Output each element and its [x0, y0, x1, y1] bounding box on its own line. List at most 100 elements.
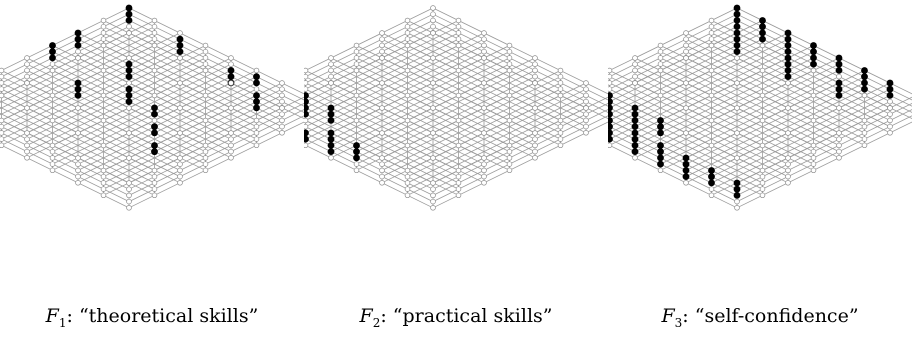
- lattice-edges: [0, 7, 308, 209]
- open-node: [657, 55, 664, 61]
- filled-node: [861, 79, 868, 87]
- open-node: [606, 86, 613, 92]
- open-node: [532, 80, 538, 86]
- filled-node: [631, 104, 639, 112]
- lattice-edge: [77, 94, 257, 184]
- open-node: [404, 167, 411, 174]
- lattice-edge: [279, 101, 459, 190]
- open-node: [100, 117, 107, 124]
- factor-label: “theoretical skills”: [78, 305, 259, 327]
- open-node: [49, 148, 56, 155]
- filled-node: [886, 85, 894, 93]
- open-node: [506, 142, 513, 149]
- filled-node: [631, 129, 639, 137]
- open-node: [481, 161, 487, 167]
- filled-node: [657, 154, 664, 162]
- open-node: [887, 111, 893, 117]
- open-node: [430, 205, 436, 211]
- filled-node: [151, 104, 158, 112]
- open-node: [532, 130, 538, 136]
- open-node: [557, 67, 564, 74]
- open-node: [228, 136, 234, 142]
- open-node: [632, 61, 638, 67]
- open-node: [126, 80, 132, 86]
- filled-node: [353, 142, 360, 149]
- filled-node: [835, 60, 843, 68]
- lattice-edge: [305, 88, 485, 177]
- open-node: [202, 117, 209, 124]
- open-node: [279, 98, 285, 105]
- filled-node: [708, 179, 715, 187]
- open-node: [100, 192, 107, 199]
- open-node: [861, 142, 868, 149]
- filled-node: [302, 135, 309, 143]
- lattice-edge: [128, 113, 308, 202]
- lattice-edge: [711, 44, 891, 134]
- open-node: [759, 117, 766, 124]
- lattice-edge: [128, 20, 308, 109]
- open-node: [861, 130, 868, 136]
- open-node: [836, 136, 842, 142]
- filled-node: [835, 54, 843, 62]
- open-node: [151, 30, 158, 36]
- panel-f3: F3: “self-confidence”: [555, 0, 913, 343]
- open-node: [861, 92, 868, 99]
- open-node: [583, 117, 589, 124]
- lattice-edge: [407, 101, 587, 190]
- open-node: [606, 67, 613, 74]
- open-node: [279, 111, 285, 117]
- lattice-edge: [1, 94, 181, 184]
- open-node: [887, 117, 893, 124]
- open-node: [253, 142, 260, 149]
- lattice-edge: [736, 121, 913, 209]
- filled-node: [733, 17, 741, 24]
- filled-node: [631, 110, 639, 118]
- lattice-edge: [330, 63, 510, 152]
- filled-node: [835, 79, 843, 87]
- open-node: [759, 173, 766, 180]
- open-node: [759, 167, 766, 174]
- open-node: [353, 92, 360, 99]
- filled-node: [657, 142, 664, 149]
- open-node: [632, 80, 638, 86]
- filled-node: [631, 148, 639, 156]
- open-node: [583, 111, 589, 117]
- open-node: [734, 80, 740, 86]
- lattice-edge: [330, 82, 510, 171]
- open-node: [683, 55, 689, 61]
- open-node: [353, 167, 360, 174]
- lattice-edge: [128, 32, 308, 121]
- lattice-edge: [381, 88, 561, 177]
- open-node: [430, 130, 436, 136]
- open-node: [532, 55, 538, 61]
- open-node: [506, 167, 513, 174]
- filled-node: [835, 67, 843, 74]
- open-node: [24, 155, 30, 161]
- open-node: [887, 130, 893, 136]
- open-node: [785, 130, 791, 136]
- open-node: [279, 92, 285, 99]
- open-node: [532, 148, 538, 155]
- open-node: [151, 117, 158, 124]
- open-node: [430, 17, 436, 24]
- open-node: [810, 92, 817, 99]
- open-node: [657, 92, 664, 99]
- open-node: [481, 167, 487, 174]
- open-node: [49, 67, 56, 74]
- open-node: [24, 73, 30, 80]
- filled-node: [125, 60, 133, 68]
- open-node: [353, 61, 360, 67]
- open-node: [177, 161, 183, 167]
- open-node: [506, 117, 513, 124]
- factor-symbol: F: [45, 305, 59, 327]
- open-node: [302, 117, 309, 124]
- open-node: [302, 86, 309, 92]
- factor-symbol: F: [359, 305, 373, 327]
- open-node: [177, 55, 183, 61]
- lattice-edge: [609, 88, 789, 177]
- filled-node: [302, 98, 309, 106]
- filled-node: [176, 35, 184, 43]
- open-node: [455, 173, 462, 180]
- open-node: [734, 105, 740, 111]
- filled-node: [682, 167, 690, 174]
